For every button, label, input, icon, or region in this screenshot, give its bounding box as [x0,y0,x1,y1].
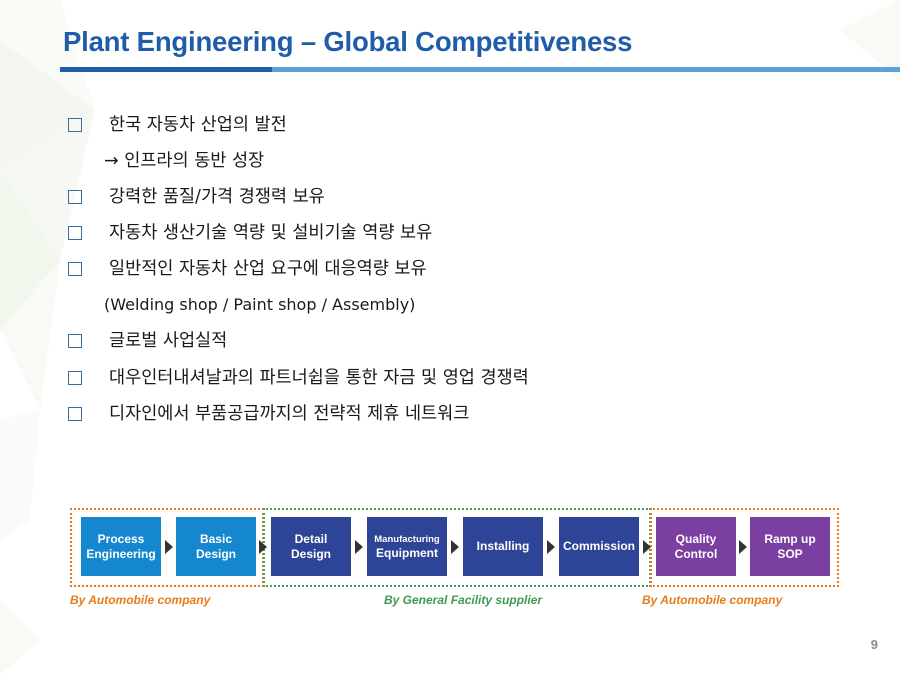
checkbox-square-icon [68,190,82,204]
step-commission: Commission [559,517,639,576]
page-number: 9 [870,637,878,652]
arrow-right-icon [165,540,173,554]
caption-general-facility-supplier: By General Facility supplier [384,593,543,607]
checkbox-square-icon [68,334,82,348]
checkbox-square-icon [68,371,82,385]
group-automobile-right [650,508,839,587]
arrow-right-icon [259,540,267,554]
step-installing: Installing [463,517,543,576]
arrow-right-icon [451,540,459,554]
arrow-right-icon [643,540,651,554]
arrow-right-icon [547,540,555,554]
list-item-sub: → 인프라의 동반 성장 [104,151,265,171]
list-item-sub: (Welding shop / Paint shop / Assembly) [104,295,416,314]
title-underline [60,67,900,72]
checkbox-square-icon [68,226,82,240]
checkbox-square-icon [68,118,82,132]
caption-automobile-company: By Automobile company [642,593,783,607]
page-title: Plant Engineering – Global Competitivene… [63,26,633,57]
checkbox-square-icon [68,262,82,276]
checkbox-square-icon [68,407,82,421]
arrow-right-icon [355,540,363,554]
arrow-right-icon [739,540,747,554]
caption-automobile-company: By Automobile company [70,593,211,607]
